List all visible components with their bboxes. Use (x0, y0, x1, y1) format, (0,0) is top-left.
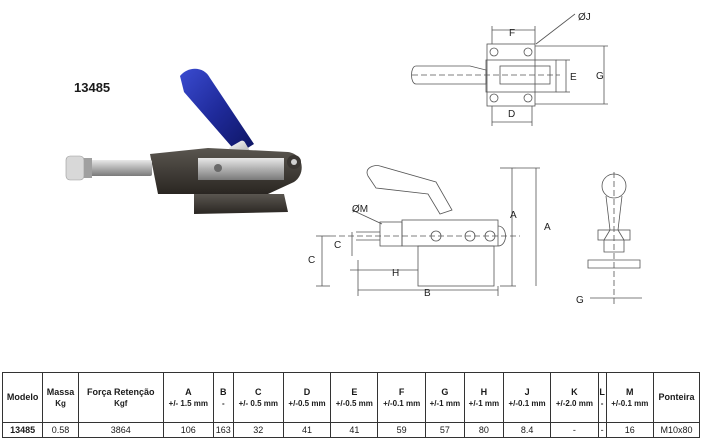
column-header-tolerance: +/-0.1 mm (508, 398, 546, 408)
dim-label-G-end: G (576, 295, 584, 306)
column-header-name: G (441, 386, 449, 397)
table-cell: 163 (212, 422, 234, 438)
column-header-name: H (480, 386, 488, 397)
column-header-tolerance: Kgf (114, 398, 128, 408)
column-header: C+/- 0.5 mm (232, 372, 284, 423)
table-cell: 16 (605, 422, 654, 438)
column-header-name: E (351, 386, 358, 397)
column-header: G+/-1 mm (424, 372, 465, 423)
dim-label-F: F (509, 28, 515, 39)
dim-label-M: ØM (352, 204, 368, 215)
table-cell: 106 (162, 422, 214, 438)
column-header-name: M (626, 386, 634, 397)
dim-label-A-outer: A (544, 222, 551, 233)
table-cell: 41 (282, 422, 332, 438)
column-header-tolerance: +/- 0.5 mm (238, 398, 278, 408)
column-header-tolerance: Kg (55, 398, 66, 408)
column-header-tolerance: - (600, 398, 604, 408)
table-cell: 41 (330, 422, 379, 438)
column-header-tolerance: +/-1 mm (429, 398, 461, 408)
column-header-tolerance: +/- 1.5 mm (168, 398, 208, 408)
column-header-tolerance: +/-1 mm (468, 398, 500, 408)
table-cell: 80 (463, 422, 504, 438)
table-cell: 3864 (77, 422, 164, 438)
dim-label-A-inner: A (510, 210, 517, 221)
table-cell: - (550, 422, 599, 438)
clamp-photo (65, 68, 302, 214)
column-header: H+/-1 mm (463, 372, 504, 423)
column-header-tolerance: - (221, 398, 225, 408)
dim-label-C-inner: C (334, 240, 341, 251)
column-header: M+/-0.1 mm (605, 372, 654, 423)
column-header-name: F (398, 386, 405, 397)
column-header: B- (212, 372, 234, 423)
table-cell: M10x80 (652, 422, 701, 438)
column-header: Ponteira (652, 372, 701, 423)
column-header: F+/-0.1 mm (377, 372, 426, 423)
column-header: J+/-0.1 mm (502, 372, 552, 423)
column-header-name: B (220, 386, 227, 397)
column-header-tolerance: +/-0.5 mm (288, 398, 326, 408)
column-header-name: D (303, 386, 311, 397)
table-cell: 0.58 (42, 422, 79, 438)
dim-label-D: D (508, 109, 515, 120)
column-header-name: A (185, 386, 192, 397)
column-header: D+/-0.5 mm (282, 372, 332, 423)
column-header-name: C (255, 386, 262, 397)
column-header-name: Ponteira (658, 392, 695, 402)
column-header-name: K (571, 386, 578, 397)
table-cell: - (597, 422, 607, 438)
dim-label-G: G (596, 71, 604, 82)
column-header: A+/- 1.5 mm (162, 372, 214, 423)
column-header-tolerance: +/-0.5 mm (335, 398, 373, 408)
dim-label-H: H (392, 268, 399, 279)
dim-label-J: ØJ (578, 12, 591, 23)
column-header-tolerance: +/-2.0 mm (555, 398, 593, 408)
column-header-name: Modelo (6, 392, 39, 402)
dim-label-C-outer: C (308, 255, 315, 266)
dim-label-E: E (570, 72, 577, 83)
product-code: 13485 (74, 80, 111, 95)
column-header-name: Força Retenção (86, 386, 155, 397)
table-cell: 57 (424, 422, 465, 438)
column-header-name: L (599, 386, 605, 397)
table-cell: 8.4 (502, 422, 552, 438)
column-header-tolerance: +/-0.1 mm (383, 398, 421, 408)
column-header-name: Massa (46, 386, 75, 397)
dim-label-B: B (424, 288, 431, 299)
column-header-tolerance: +/-0.1 mm (611, 398, 649, 408)
column-header: L- (597, 372, 607, 423)
column-header: Modelo (1, 372, 44, 423)
column-header-name: J (524, 386, 530, 397)
column-header: E+/-0.5 mm (330, 372, 379, 423)
table-cell: 13485 (1, 422, 44, 438)
column-header: K+/-2.0 mm (550, 372, 599, 423)
table-cell: 59 (377, 422, 426, 438)
table-cell: 32 (232, 422, 284, 438)
